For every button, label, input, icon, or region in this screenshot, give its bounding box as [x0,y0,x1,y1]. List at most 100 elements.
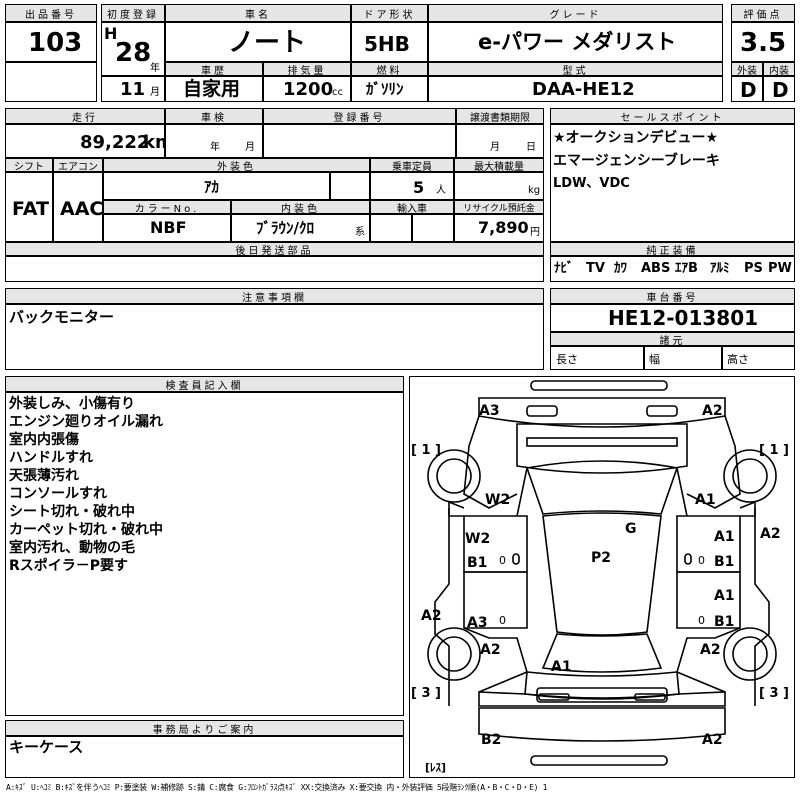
legend: A:ｷｽﾞ U:ﾍｺﾐ B:ｷｽﾞを伴うﾍｺﾐ P:要塗装 W:補修跡 S:錆 … [6,783,548,792]
bottom-bumper [478,707,726,742]
color: ｱｶ [204,178,220,196]
chassis-cell [550,304,795,332]
reg-month-unit: 月 [150,87,160,98]
displacement-cell [263,76,351,102]
rear-right-wheel-rim [732,636,768,672]
equipment-item: ﾅﾋﾞ [554,261,574,276]
left-front-fender [463,415,518,509]
import-header: 輸入車 [370,200,454,214]
shift: FAT [12,198,49,220]
spec-header: 諸元 [550,332,795,346]
model: DAA-HE12 [532,79,635,100]
car-name-cell [165,22,351,62]
mark-a1-rd2: A1 [714,588,735,604]
first-reg-header: 初度登録 [101,4,165,22]
mark-a1-rd: A1 [714,529,735,545]
interior-color-suffix: 系 [355,227,365,238]
equipment-item: ｶﾜ [614,261,627,276]
mark-a3-ld: A3 [467,615,488,631]
remark-line: 外装しみ、小傷有り [9,396,135,412]
recycle: 7,890 [478,218,529,237]
inspector-cell [5,392,404,716]
mark-a2-rrear: A2 [700,642,721,658]
ext-grade: D [740,78,757,102]
capacity-header: 乗車定員 [370,158,454,172]
ext-cell [731,76,763,102]
equipment-header: 純正装備 [550,242,795,256]
office-cell [5,736,404,778]
length-cell [550,346,644,370]
rear-left-wheel-rim [436,636,472,672]
equipment-item: ｴｱB [675,261,698,276]
mileage: 89,222 [80,132,150,153]
sales-point-cell [550,124,795,242]
remark-line: 室内汚れ、動物の毛 [9,540,136,556]
color-header: 外装色 [103,158,370,172]
sales-point-line-1: ★オークションデビュー★ [553,130,719,146]
interior-color-cell [231,214,370,242]
interior-color-header: 内装色 [231,200,370,214]
res-label: [ﾚｽ] [425,761,446,774]
grade-cell [428,22,723,62]
rear-bumper [478,691,726,707]
bottom-bar [530,755,668,766]
mark-b1-door: B1 [467,555,487,571]
load-cell [454,172,544,200]
right-a-pillar [676,467,688,517]
front-left-wheel [427,449,481,503]
car-damage-diagram: A3 A2 W2 A1 W2 B1 G P2 A1 B1 A2 A1 B1 A2… [411,380,789,774]
left-side-body [434,508,450,706]
windshield [525,460,679,515]
color-no-cell [103,214,231,242]
displacement-unit: cc [332,87,343,98]
inspection-cell [165,124,263,158]
car-name: ノート [228,28,307,58]
plate-cell [263,124,456,158]
bracket-3-left: [ 3 ] [411,686,441,701]
recycle-header: リサイクル預託金 [454,200,544,214]
sales-point-line-2: エマージェンシーブレーキ [553,153,720,169]
mark-a2-rside: A2 [760,526,781,542]
era-mark: H [104,24,118,43]
mark-b2-bottom: B2 [481,732,501,748]
remark-line: シート切れ・破れ中 [9,504,135,520]
left-rear-quarter [463,627,528,693]
remark-line: 天張薄汚れ [9,468,79,484]
right-mirror [739,500,756,517]
mark-w2-l: W2 [485,492,510,508]
office-header: 事務局よりご案内 [5,720,404,736]
fuel-cell [351,76,428,102]
capacity-unit: 人 [436,185,446,196]
interior-color: ﾌﾞﾗｳﾝ/ｸﾛ [256,219,314,237]
reg-year-unit: 年 [150,63,160,74]
zero-right-front: 0 [698,554,705,567]
notes-text: バックモニター [9,308,115,326]
int-header: 内装 [763,62,795,76]
color-no: NBF [150,218,187,237]
equipment-cell [550,256,795,282]
mileage-cell [5,124,165,158]
score-header: 評価点 [731,4,795,22]
color-cell [103,172,330,200]
inspector-remarks: 外装しみ、小傷有り エンジン廻りオイル漏れ 室内内張傷 ハンドルすれ 天張薄汚れ… [9,395,399,575]
rear-window [541,633,663,673]
reg-year: 28 [115,38,152,68]
lot-number: 103 [28,28,83,58]
height-cell [722,346,795,370]
mark-p2: P2 [591,550,611,566]
grade: e-パワー メダリスト [478,30,677,54]
remark-line: 室内内張傷 [9,432,79,448]
office-text: キーケース [9,738,84,756]
grade-header: グレード [428,4,723,22]
bracket-1-left: [ 1 ] [411,443,441,458]
front-grille [526,437,678,447]
notes-cell [5,304,544,370]
history-header: 車歴 [165,62,263,76]
lot-no-lower-cell [5,62,97,102]
shift-header: シフト [5,158,53,172]
left-rear-door [463,571,528,629]
remark-line: コンソールすれ [9,486,107,502]
inspector-header: 検査員記入欄 [5,376,404,392]
score: 3.5 [740,28,787,58]
model-cell [428,76,723,102]
